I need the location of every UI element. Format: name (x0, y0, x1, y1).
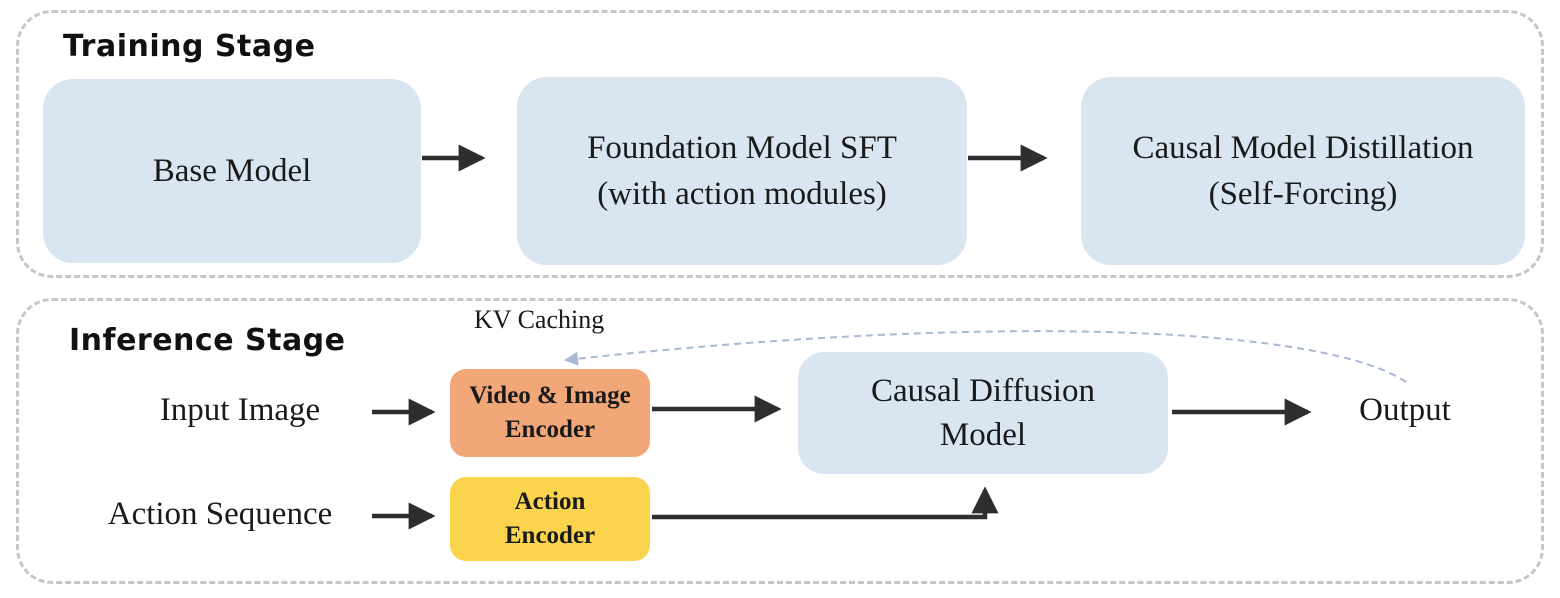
base-model-box: Base Model (43, 79, 421, 263)
foundation-model-sft-label-line2: (with action modules) (597, 176, 887, 212)
input-image-label: Input Image (159, 392, 321, 428)
training-stage-title: Training Stage (63, 29, 316, 64)
video-image-encoder-label-line1: Video & Image (469, 382, 631, 409)
causal-model-distillation-label-line2: (Self-Forcing) (1208, 176, 1398, 212)
foundation-model-sft-label-line1: Foundation Model SFT (587, 130, 897, 166)
causal-model-distillation-label-line1: Causal Model Distillation (1132, 130, 1474, 166)
inference-stage-title: Inference Stage (69, 323, 346, 358)
action-encoder-label-line1: Action (514, 488, 586, 515)
output-label: Output (1359, 392, 1451, 428)
kv-caching-label: KV Caching (474, 305, 605, 334)
action-encoder-box: Action Encoder (450, 477, 650, 561)
base-model-label: Base Model (152, 153, 312, 189)
causal-model-distillation-box: Causal Model Distillation (Self-Forcing) (1081, 77, 1525, 265)
action-sequence-label: Action Sequence (107, 496, 333, 532)
inference-stage-panel: Inference Stage (16, 298, 1544, 584)
video-image-encoder-box: Video & Image Encoder (450, 369, 650, 457)
causal-diffusion-model-label-line2: Model (939, 417, 1027, 453)
video-image-encoder-label-line2: Encoder (504, 416, 596, 443)
training-stage-panel: Training Stage Base Model Foundation Mod… (16, 10, 1544, 278)
causal-diffusion-model-label-line1: Causal Diffusion (871, 373, 1095, 409)
causal-diffusion-model-box: Causal Diffusion Model (798, 352, 1168, 474)
foundation-model-sft-box: Foundation Model SFT (with action module… (517, 77, 967, 265)
action-encoder-label-line2: Encoder (504, 522, 596, 549)
